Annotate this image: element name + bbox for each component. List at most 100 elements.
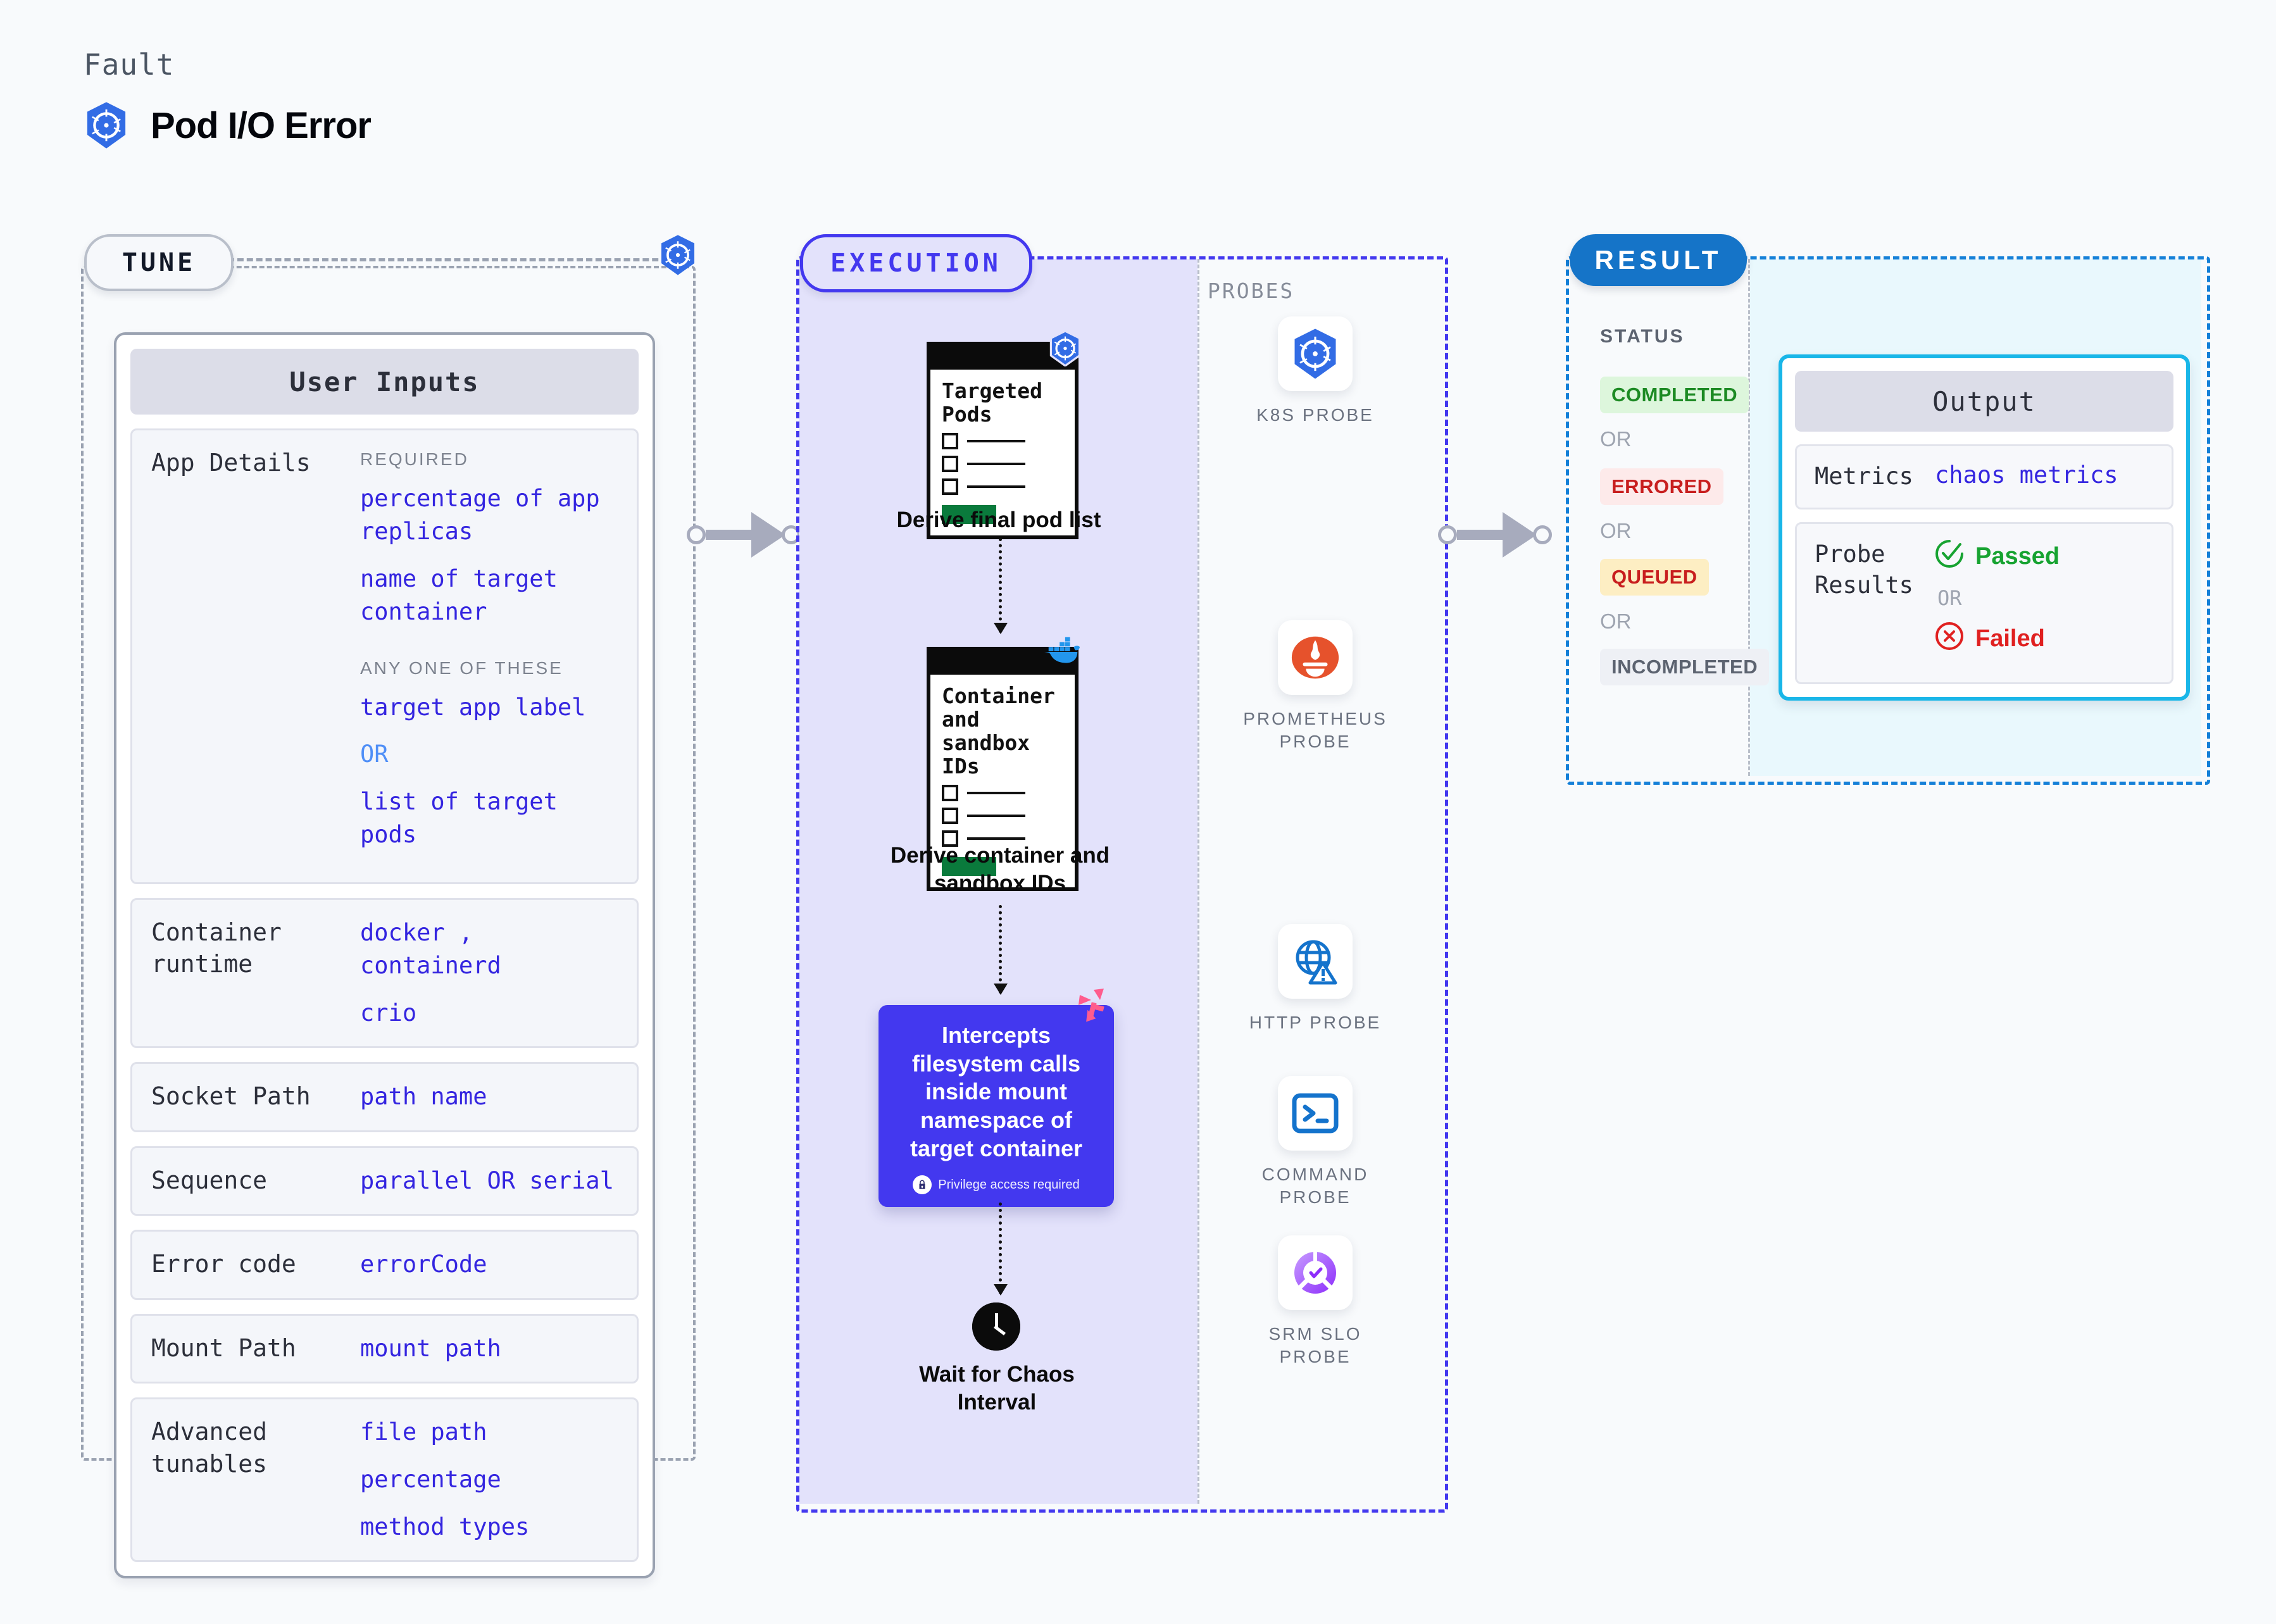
progress-bar xyxy=(942,856,996,876)
step-caption: Derive final pod list xyxy=(896,508,1101,532)
input-value: docker , containerd xyxy=(360,918,501,980)
probe-srm-slo[interactable]: SRM SLO PROBE xyxy=(1242,1235,1388,1369)
flow-arrow xyxy=(994,905,1008,995)
rule-line xyxy=(967,439,1025,442)
input-row-label: Advanced tunables xyxy=(151,1418,268,1478)
connector-arrowhead xyxy=(1503,512,1537,558)
status-badge-errored: ERRORED xyxy=(1600,468,1723,505)
srm-slo-icon xyxy=(1278,1235,1353,1310)
input-value: mount path xyxy=(360,1334,501,1362)
execution-badge[interactable]: EXECUTION xyxy=(800,234,1032,292)
wait-caption: Wait for Chaos Interval xyxy=(919,1362,1075,1415)
input-row-advanced-tunables: Advanced tunables file path percentage m… xyxy=(130,1397,639,1563)
terminal-icon xyxy=(1278,1076,1353,1151)
execution-panel xyxy=(796,256,1448,1513)
card-list-item xyxy=(942,830,1063,847)
docker-icon xyxy=(1043,637,1082,670)
probe-label: HTTP PROBE xyxy=(1249,1013,1382,1032)
card-list-item xyxy=(942,478,1063,495)
anyone-heading: ANY ONE OF THESE xyxy=(360,658,563,678)
input-row-container-runtime: Container runtime docker , containerd cr… xyxy=(130,897,639,1049)
fault-title-row: Pod I/O Error xyxy=(84,101,372,149)
probe-http[interactable]: HTTP PROBE xyxy=(1242,924,1388,1034)
input-value: crio xyxy=(360,999,417,1027)
input-value: list of target pods xyxy=(360,787,558,849)
input-value: method types xyxy=(360,1513,530,1540)
output-metrics-value: chaos metrics xyxy=(1935,461,2118,489)
checkbox-icon xyxy=(942,432,958,449)
probe-label: PROMETHEUS PROBE xyxy=(1243,709,1387,752)
lock-icon xyxy=(913,1175,932,1195)
input-row-sequence: Sequence parallel OR serial xyxy=(130,1146,639,1216)
tune-connector-line xyxy=(228,258,677,261)
input-row-mount-path: Mount Path mount path xyxy=(130,1313,639,1384)
probes-divider xyxy=(1197,259,1199,1504)
input-row-label: Container runtime xyxy=(151,918,282,978)
http-globe-icon xyxy=(1278,924,1353,999)
status-or: OR xyxy=(1600,609,1632,633)
step-caption: Derive container and sandbox IDs xyxy=(890,843,1110,896)
input-value: name of target container xyxy=(360,565,558,626)
user-inputs-card: User Inputs App Details REQUIRED percent… xyxy=(114,332,655,1579)
card-title: Container and sandbox IDs xyxy=(942,684,1055,778)
probe-prometheus[interactable]: PROMETHEUS PROBE xyxy=(1242,620,1388,754)
probe-result-failed: Failed xyxy=(1935,621,2154,657)
connector-tune-to-execution xyxy=(687,512,801,558)
fault-kicker: Fault xyxy=(84,47,175,82)
status-or: OR xyxy=(1600,427,1632,451)
status-or: OR xyxy=(1600,519,1632,542)
user-inputs-title: User Inputs xyxy=(130,349,639,415)
page-title: Pod I/O Error xyxy=(151,104,372,146)
result-badge[interactable]: RESULT xyxy=(1570,234,1747,286)
input-row-label: Sequence xyxy=(151,1166,268,1194)
failed-label: Failed xyxy=(1975,625,2045,653)
input-value: percentage xyxy=(360,1466,501,1493)
privilege-note: Privilege access required xyxy=(892,1175,1100,1195)
flow-arrow xyxy=(994,538,1008,634)
input-row-label: App Details xyxy=(151,449,311,477)
intercept-text: Intercepts filesystem calls inside mount… xyxy=(910,1022,1083,1161)
rule-line xyxy=(967,791,1025,794)
input-value: errorCode xyxy=(360,1251,487,1278)
progress-bar xyxy=(942,504,996,524)
connector-bar xyxy=(706,530,753,540)
checkbox-icon xyxy=(942,784,958,801)
probe-label: SRM SLO PROBE xyxy=(1268,1324,1362,1367)
tune-badge[interactable]: TUNE xyxy=(84,234,234,291)
rule-line xyxy=(967,462,1025,465)
input-value: percentage of app replicas xyxy=(360,484,600,546)
passed-label: Passed xyxy=(1975,543,2060,570)
required-heading: REQUIRED xyxy=(360,449,469,469)
connector-knob xyxy=(1533,525,1552,544)
probe-command[interactable]: COMMAND PROBE xyxy=(1242,1076,1388,1209)
card-list-item xyxy=(942,784,1063,801)
x-circle-icon xyxy=(1935,621,1964,657)
kubernetes-icon xyxy=(658,234,697,276)
status-badge-queued: QUEUED xyxy=(1600,559,1709,596)
input-row-socket-path: Socket Path path name xyxy=(130,1062,639,1132)
result-panel xyxy=(1566,256,2210,785)
probe-k8s[interactable]: K8S PROBE xyxy=(1242,316,1388,427)
kubernetes-icon xyxy=(1278,316,1353,391)
input-row-app-details: App Details REQUIRED percentage of app r… xyxy=(130,428,639,884)
input-row-label: Mount Path xyxy=(151,1334,296,1362)
kubernetes-icon xyxy=(84,101,129,149)
output-row-label: Metrics xyxy=(1815,463,1913,490)
connector-arrowhead xyxy=(751,512,785,558)
probe-label: COMMAND PROBE xyxy=(1261,1165,1369,1208)
privilege-note-text: Privilege access required xyxy=(938,1177,1080,1192)
output-title: Output xyxy=(1795,371,2173,432)
kubernetes-icon xyxy=(1048,330,1082,370)
card-list-item xyxy=(942,432,1063,449)
rule-line xyxy=(967,837,1025,840)
probes-title: PROBES xyxy=(1208,278,1295,303)
status-badge-incompleted: INCOMPLETED xyxy=(1600,649,1770,685)
connector-knob xyxy=(1438,525,1457,544)
output-card: Output Metrics chaos metrics Probe Resul… xyxy=(1779,354,2190,701)
input-value: target app label xyxy=(360,693,586,721)
output-row-label: Probe Results xyxy=(1815,540,1913,599)
status-badge-completed: COMPLETED xyxy=(1600,377,1749,413)
result-status-column xyxy=(1568,259,1750,776)
rule-line xyxy=(967,814,1025,817)
probe-result-passed: Passed xyxy=(1935,539,2154,575)
